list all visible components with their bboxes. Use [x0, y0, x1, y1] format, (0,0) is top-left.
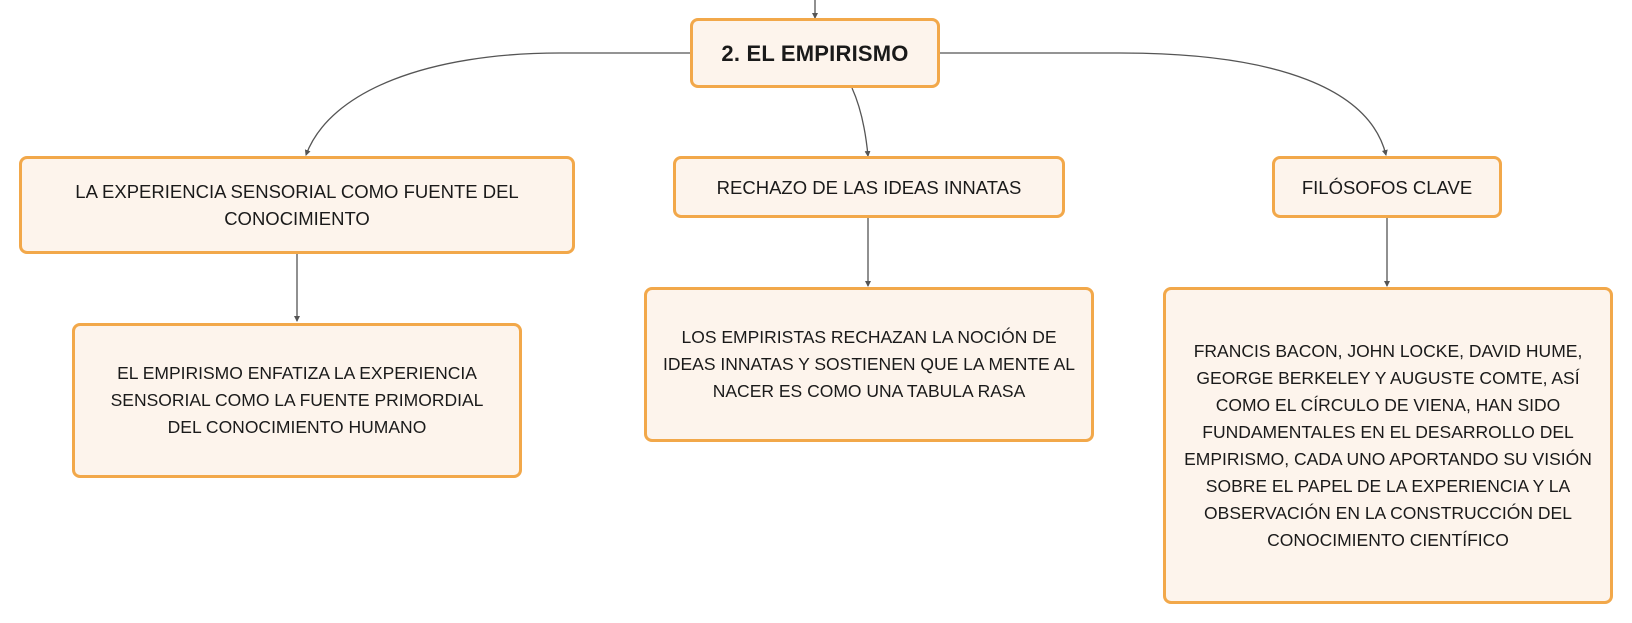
detail-text: FRANCIS BACON, JOHN LOCKE, DAVID HUME, G… [1184, 340, 1592, 550]
detail-node-filosofos-clave[interactable]: FRANCIS BACON, JOHN LOCKE, DAVID HUME, G… [1163, 287, 1613, 604]
branch-title: FILÓSOFOS CLAVE [1301, 176, 1473, 198]
detail-node-rechazo-ideas-innatas[interactable]: LOS EMPIRISTAS RECHAZAN LA NOCIÓN DE IDE… [644, 287, 1094, 442]
root-node[interactable]: 2. EL EMPIRISMO [690, 18, 940, 88]
connector-root-to-branch-2 [851, 87, 871, 157]
connector-root-to-branch-1 [304, 52, 690, 156]
branch-node-rechazo-ideas-innatas[interactable]: RECHAZO DE LAS IDEAS INNATAS [673, 156, 1065, 218]
detail-node-experiencia-sensorial[interactable]: EL EMPIRISMO ENFATIZA LA EXPERIENCIA SEN… [72, 323, 522, 478]
branch-node-experiencia-sensorial[interactable]: LA EXPERIENCIA SENSORIAL COMO FUENTE DEL… [19, 156, 575, 254]
branch-node-filosofos-clave[interactable]: FILÓSOFOS CLAVE [1272, 156, 1502, 218]
branch-title: LA EXPERIENCIA SENSORIAL COMO FUENTE DEL… [75, 181, 519, 229]
detail-text: EL EMPIRISMO ENFATIZA LA EXPERIENCIA SEN… [110, 363, 484, 437]
root-label: 2. EL EMPIRISMO [721, 40, 909, 66]
detail-text: LOS EMPIRISTAS RECHAZAN LA NOCIÓN DE IDE… [662, 327, 1076, 401]
branch-title: RECHAZO DE LAS IDEAS INNATAS [716, 176, 1022, 198]
connector-root-to-branch-3 [940, 52, 1388, 156]
